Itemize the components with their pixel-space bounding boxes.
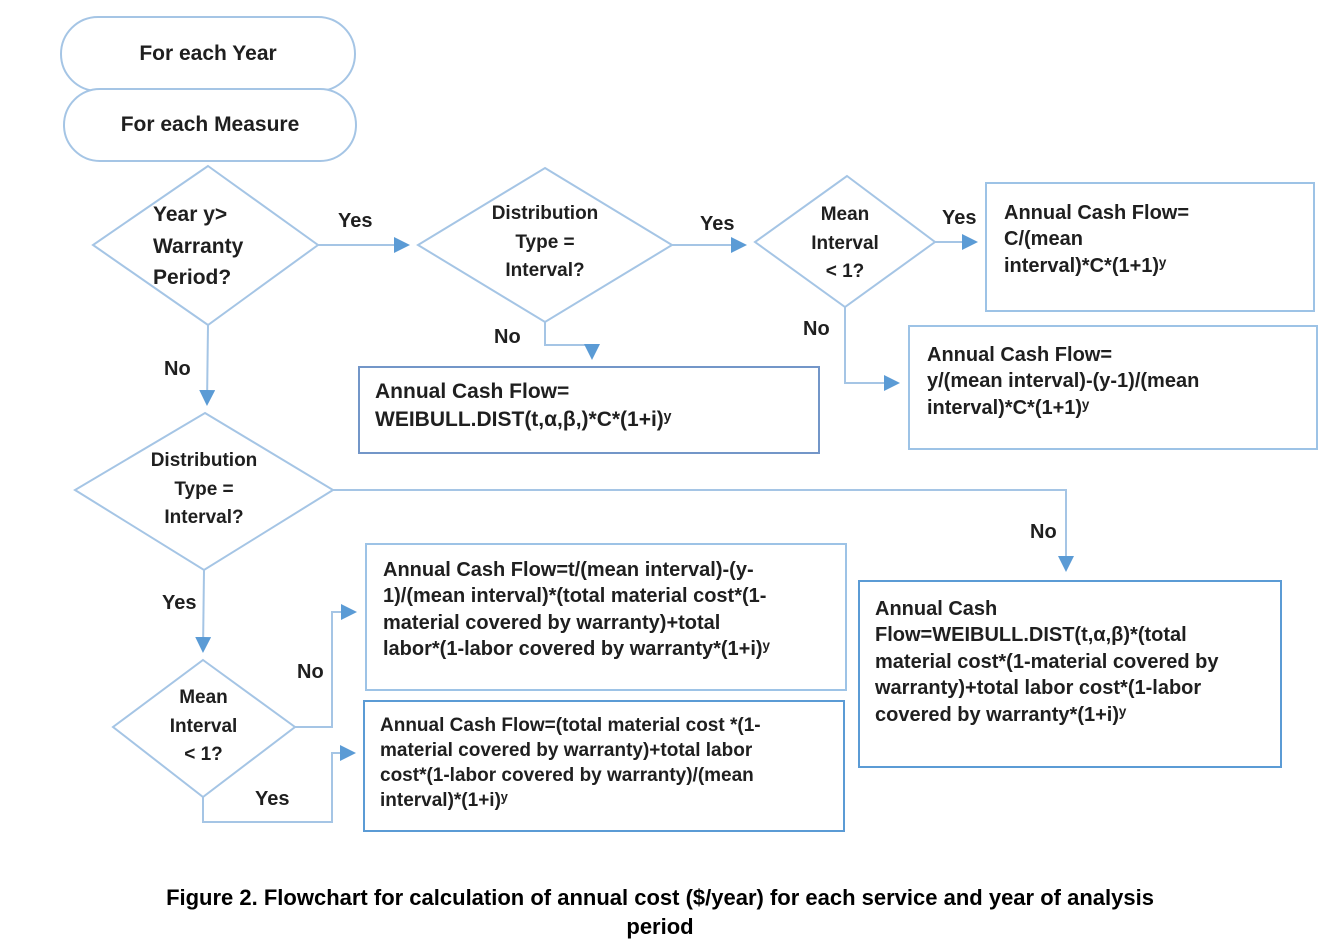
label-warranty-no: No <box>164 358 191 380</box>
label-dist-top-no: No <box>494 326 521 348</box>
decision-dist-bottom-line: Interval? <box>164 507 244 528</box>
figure-caption: Figure 2. Flowchart for calculation of a… <box>0 884 1320 941</box>
decision-dist-bottom-line: Distribution <box>150 450 258 471</box>
box-warranty-interval-ge1-formula: Annual Cash Flow=t/(mean interval)-(y- 1… <box>365 543 847 691</box>
terminal-for-each-year: For each Year <box>60 16 356 92</box>
figure-caption-line2: period <box>626 913 694 939</box>
terminal-for-each-measure-label: For each Measure <box>120 113 300 136</box>
figure-caption-line1: Figure 2. Flowchart for calculation of a… <box>166 885 1154 910</box>
box-weibull-c-formula: Annual Cash Flow= WEIBULL.DIST(t,α,β,)*C… <box>358 366 820 454</box>
formula-line: Annual Cash Flow= <box>927 344 1113 366</box>
formula-line: material cost*(1-material covered by <box>875 650 1219 673</box>
decision-mean-top-line: Interval <box>811 232 879 254</box>
formula-line: labor*(1-labor covered by warranty*(1+i)… <box>383 638 770 661</box>
decision-dist-top: Distribution Type = Interval? <box>465 200 625 286</box>
edge-dist-bottom-yes <box>195 569 212 653</box>
formula-line: C/(mean <box>1004 228 1083 251</box>
decision-mean-top: Mean Interval < 1? <box>785 201 905 287</box>
formula-line: Annual Cash Flow= <box>375 380 570 403</box>
formula-line: interval)*C*(1+1)ʸ <box>927 396 1090 419</box>
formula-line: interval)*C*(1+1)ʸ <box>1004 254 1167 277</box>
label-mean-top-no: No <box>803 318 830 340</box>
decision-mean-top-line: Mean <box>820 204 870 225</box>
formula-line: cost*(1-labor covered by warranty)/(mean <box>380 765 754 787</box>
terminal-for-each-measure: For each Measure <box>63 88 357 162</box>
formula-line: covered by warranty*(1+i)ʸ <box>875 703 1127 726</box>
box-warranty-interval-lt1-formula: Annual Cash Flow=(total material cost *(… <box>363 700 845 832</box>
box-interval-lt1-formula: Annual Cash Flow= C/(mean interval)*C*(1… <box>985 182 1315 312</box>
label-mean-bottom-no: No <box>297 661 324 683</box>
label-dist-top-yes: Yes <box>700 213 735 235</box>
box-interval-ge1-formula: Annual Cash Flow= y/(mean interval)-(y-1… <box>908 325 1318 450</box>
decision-warranty-line: Period? <box>153 266 232 289</box>
decision-mean-bottom: Mean Interval < 1? <box>141 684 266 770</box>
edge-dist-top-no <box>544 322 600 360</box>
formula-line: material covered by warranty)+total <box>383 611 721 634</box>
formula-line: warranty)+total labor cost*(1-labor <box>875 677 1202 700</box>
formula-line: material covered by warranty)+total labo… <box>380 740 753 762</box>
label-dist-bottom-yes: Yes <box>162 592 197 614</box>
formula-line: Annual Cash <box>875 598 998 620</box>
formula-line: interval)*(1+i)ʸ <box>380 790 508 812</box>
decision-dist-top-line: Distribution <box>491 203 599 224</box>
decision-mean-bottom-line: < 1? <box>184 744 223 765</box>
decision-dist-top-line: Interval? <box>505 260 585 281</box>
label-dist-bottom-no: No <box>1030 521 1057 543</box>
formula-line: WEIBULL.DIST(t,α,β,)*C*(1+i)ʸ <box>375 407 672 431</box>
formula-line: Flow=WEIBULL.DIST(t,α,β)*(total <box>875 624 1187 647</box>
box-warranty-weibull-formula: Annual Cash Flow=WEIBULL.DIST(t,α,β)*(to… <box>858 580 1282 768</box>
decision-dist-bottom-line: Type = <box>174 478 234 500</box>
decision-mean-bottom-line: Mean <box>179 687 228 708</box>
terminal-for-each-year-label: For each Year <box>139 42 277 65</box>
edge-dist-bottom-no <box>333 489 1074 572</box>
formula-line: Annual Cash Flow= <box>1004 202 1190 224</box>
decision-warranty-line: Warranty <box>153 234 244 258</box>
decision-warranty: Year y> Warranty Period? <box>153 199 243 294</box>
decision-warranty-line: Year y> <box>153 203 228 226</box>
formula-line: y/(mean interval)-(y-1)/(mean <box>927 370 1200 393</box>
decision-dist-bottom: Distribution Type = Interval? <box>129 447 279 533</box>
decision-mean-bottom-line: Interval <box>169 715 238 737</box>
formula-line: Annual Cash Flow=(total material cost *(… <box>380 715 761 736</box>
edge-warranty-no <box>199 324 216 406</box>
decision-mean-top-line: < 1? <box>825 261 865 282</box>
label-mean-bottom-yes: Yes <box>255 788 290 810</box>
edge-mean-bottom-yes <box>202 745 356 823</box>
edge-mean-top-no <box>844 307 900 391</box>
decision-dist-top-line: Type = <box>515 231 575 253</box>
formula-line: Annual Cash Flow=t/(mean interval)-(y- <box>383 559 754 581</box>
label-mean-top-yes: Yes <box>942 207 977 229</box>
label-warranty-yes: Yes <box>338 210 373 232</box>
formula-line: 1)/(mean interval)*(total material cost*… <box>383 585 767 608</box>
edge-mean-bottom-no <box>295 604 357 728</box>
